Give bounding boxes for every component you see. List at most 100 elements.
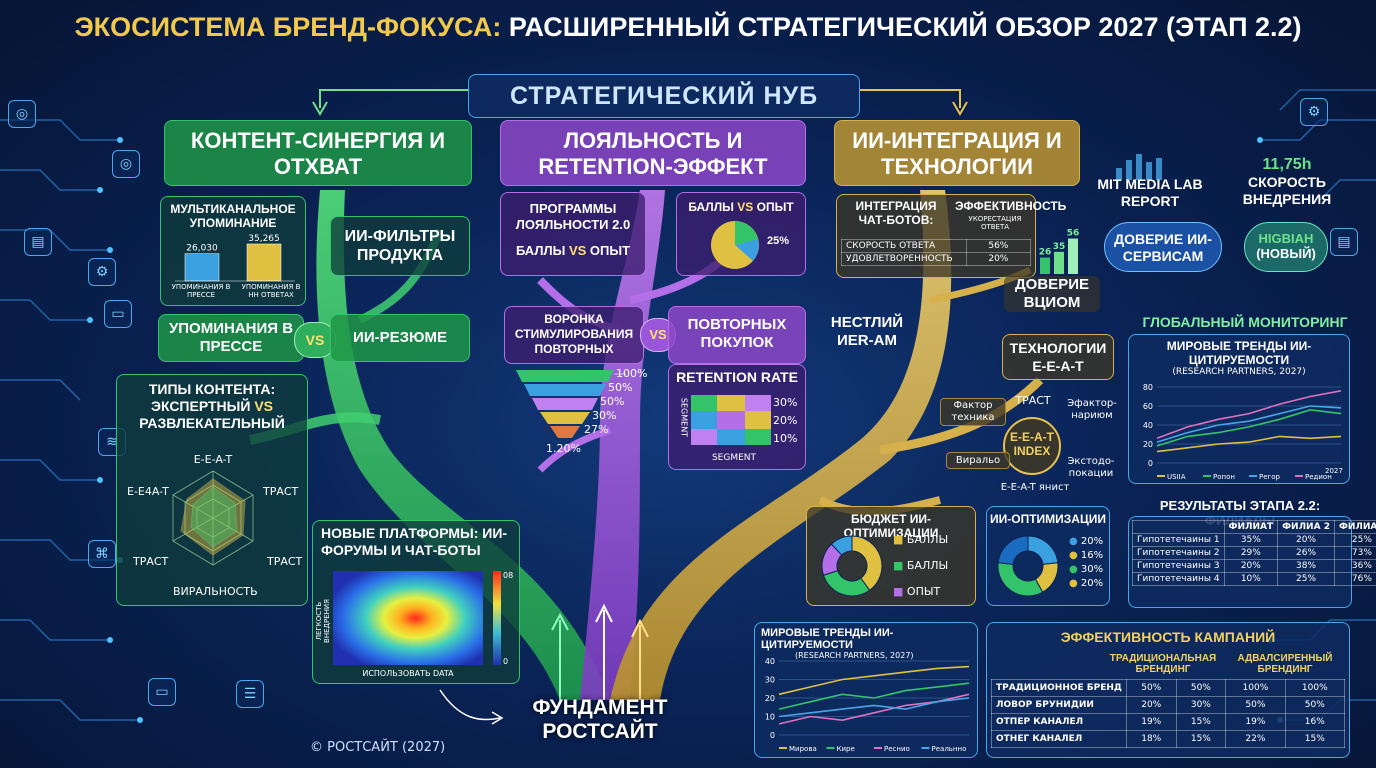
funnel-level-3: 50% <box>600 395 625 408</box>
funnel-title-box: ВОРОНКА СТИМУЛИРОВАНИЯ ПОВТОРНЫХ <box>504 306 644 364</box>
chatbot-bar <box>1040 257 1050 274</box>
multichannel-caption-1: УПОМИНАНИЯ В ПРЕССЕ <box>171 283 231 299</box>
new-badge-bottom: (НОВЫЙ) <box>1256 246 1316 261</box>
eeat-index-center-a: E-E-A-T <box>1010 430 1054 444</box>
settings-icon: ⚙ <box>1300 98 1328 126</box>
eeat-label-right-bottom: Экстодо-покации <box>1067 456 1115 479</box>
bottom-chart-ytick: 20 <box>765 694 775 703</box>
campaign-title: ЭФФЕКТИВНОСТЬ КАМПАНИЙ <box>1060 629 1276 645</box>
campaign-cell: 20% <box>1125 696 1177 714</box>
funnel-level-5: 27% <box>584 423 609 436</box>
chatbot-bar <box>1068 238 1078 274</box>
multichannel-bar-label: 35,265 <box>248 234 280 244</box>
trust-vciom: ДОВЕРИЕ ВЦИОМ <box>1004 276 1100 312</box>
results-header-cell: ФИЛИА 2 <box>1277 520 1335 534</box>
global-chart-panel: МИРОВЫЕ ТРЕНДЫ ИИ-ЦИТИРУЕМОСТИ (RESEARCH… <box>1128 334 1350 484</box>
funnel-level-1: 100% <box>616 367 648 380</box>
results-cell: 73% <box>1333 546 1376 560</box>
chatbots-col-a: ИНТЕГРАЦИЯ ЧАТ-БОТОВ: <box>855 199 937 227</box>
retention-xlabel: SEGMENT <box>711 453 757 463</box>
loyalty-programs-panel: ПРОГРАММЫ ЛОЯЛЬНОСТИ 2.0 БАЛЛЫ VS ОПЫТ <box>500 192 646 276</box>
results-cell: 25% <box>1333 533 1376 547</box>
chatbots-row-2-label: УДОВЛЕТВОРЕННОСТЬ <box>841 252 967 266</box>
chart-icon: ▤ <box>24 228 52 256</box>
loyalty-sub-a: БАЛЛЫ <box>515 243 566 258</box>
bottom-chart-ytick: 0 <box>770 731 775 740</box>
global-chart-ytick: 60 <box>1143 402 1153 411</box>
title-accent: ЭКОСИСТЕМА БРЕНД-ФОКУСА: <box>74 12 502 42</box>
global-chart-ytick: 20 <box>1143 440 1153 449</box>
press-mentions-box: УПОМИНАНИЯ В ПРЕССЕ <box>158 314 304 362</box>
global-chart-ytick: 0 <box>1148 459 1153 468</box>
eeat-label-left-bottom: Виральо <box>946 452 1010 469</box>
global-chart-series-line <box>1156 435 1342 453</box>
global-chart-subtitle: (RESEARCH PARTNERS, 2027) <box>1172 367 1306 377</box>
campaign-cell: 50% <box>1284 696 1346 714</box>
ai-opt-donut-chart <box>997 535 1059 597</box>
ai-opt-legend-4: 20% <box>1080 578 1104 589</box>
eeat-label-bottom: E-E-A-T янист <box>1000 482 1070 493</box>
results-cell: 20% <box>1223 559 1279 573</box>
branch-green-header: КОНТЕНТ-СИНЕРГИЯ И ОТХВАТ <box>164 120 472 186</box>
bottom-chart-series-line <box>778 697 970 718</box>
multichannel-bar-label: 26,030 <box>186 244 218 254</box>
retention-heatmap <box>691 395 771 445</box>
new-platforms-title: НОВЫЕ ПЛАТФОРМЫ: ИИ-ФОРУМЫ И ЧАТ-БОТЫ <box>321 525 508 558</box>
results-header-cell: ФИЛИАТ <box>1223 520 1279 534</box>
globe-icon: ◎ <box>8 100 36 128</box>
retention-value-3: 10% <box>773 432 798 445</box>
budget-legend-2: БАЛЛЫ <box>906 559 949 572</box>
heatmap-xlabel: ИСПОЛЬЗОВАТЬ DATA <box>362 669 454 678</box>
global-chart-series-line <box>1156 390 1342 440</box>
results-cell: 36% <box>1333 559 1376 573</box>
results-cell: 25% <box>1277 572 1335 586</box>
content-radar-chart <box>172 470 254 566</box>
new-platforms-panel: НОВЫЕ ПЛАТФОРМЫ: ИИ-ФОРУМЫ И ЧАТ-БОТЫ ЛЕ… <box>312 520 520 684</box>
loyalty-sub-b: ОПЫТ <box>589 243 631 258</box>
campaign-cell: 30% <box>1175 696 1227 714</box>
budget-donut-slice <box>851 535 883 591</box>
multichannel-bar <box>184 253 220 282</box>
budget-legend-3: ОПЫТ <box>906 585 941 598</box>
campaign-group-b: АДВАЛСИРЕННЫЙ БРЕНДИНГ <box>1237 653 1333 675</box>
settings-icon: ⚙ <box>88 258 116 286</box>
eeat-label-left-top: Фактор техника <box>940 398 1006 426</box>
campaign-cell: 100% <box>1284 679 1346 697</box>
multichannel-bar <box>246 243 282 282</box>
campaign-cell: 50% <box>1125 679 1177 697</box>
results-cell: 26% <box>1277 546 1335 560</box>
budget-title: БЮДЖЕТ ИИ-ОПТИМИЗАЦИИ <box>843 512 939 540</box>
bottom-chart-legend-label: Реснио <box>884 745 910 753</box>
eeat-label-top: ТРАСТ <box>1015 394 1051 407</box>
speed-block: 11,75h СКОРОСТЬ ВНЕДРЕНИЯ <box>1232 156 1342 208</box>
campaign-cell: 15% <box>1284 730 1346 748</box>
results-cell: 10% <box>1223 572 1279 586</box>
results-cell: 20% <box>1277 533 1335 547</box>
campaign-cell: ТРАДИЦИОННОЕ БРЕНД <box>991 679 1127 697</box>
ai-opt-donut-slice <box>1027 535 1059 565</box>
funnel-level-2: 50% <box>608 381 633 394</box>
budget-donut-slice <box>830 535 853 556</box>
bottom-chart-legend-label: Мирова <box>789 745 817 753</box>
campaign-cell: ЛОВОР БРУНИДИИ <box>991 696 1127 714</box>
global-monitoring-title: ГЛОБАЛЬНЫЙ МОНИТОРИНГ <box>1142 314 1348 330</box>
heatmap-scale-min: 0 <box>503 657 509 666</box>
results-cell: 35% <box>1223 533 1279 547</box>
heatmap-scale-max: 08 <box>503 571 514 580</box>
heatmap-ylabel: ЛЕГКОСТЬ ВНЕДРЕНИЯ <box>315 599 331 643</box>
campaign-cell: 15% <box>1175 713 1227 731</box>
radar-axis-bottom: ВИРАЛЬНОСТЬ <box>173 585 258 598</box>
loyalty-vs: VS <box>568 243 587 258</box>
ai-opt-legend-2: 16% <box>1080 550 1104 561</box>
bottom-chart-legend-label: Кире <box>837 745 855 753</box>
radar-axis-right-bottom: ТРАСТ <box>267 555 303 568</box>
eeat-label-right-top: Эфактор-нариюм <box>1067 398 1117 421</box>
content-types-title-c: РАЗВЛЕКАТЕЛЬНЫЙ <box>139 415 285 431</box>
chatbots-panel: ИНТЕГРАЦИЯ ЧАТ-БОТОВ: ЭФФЕКТИВНОСТЬ УКОР… <box>836 194 1066 278</box>
campaign-cell: 19% <box>1125 713 1177 731</box>
